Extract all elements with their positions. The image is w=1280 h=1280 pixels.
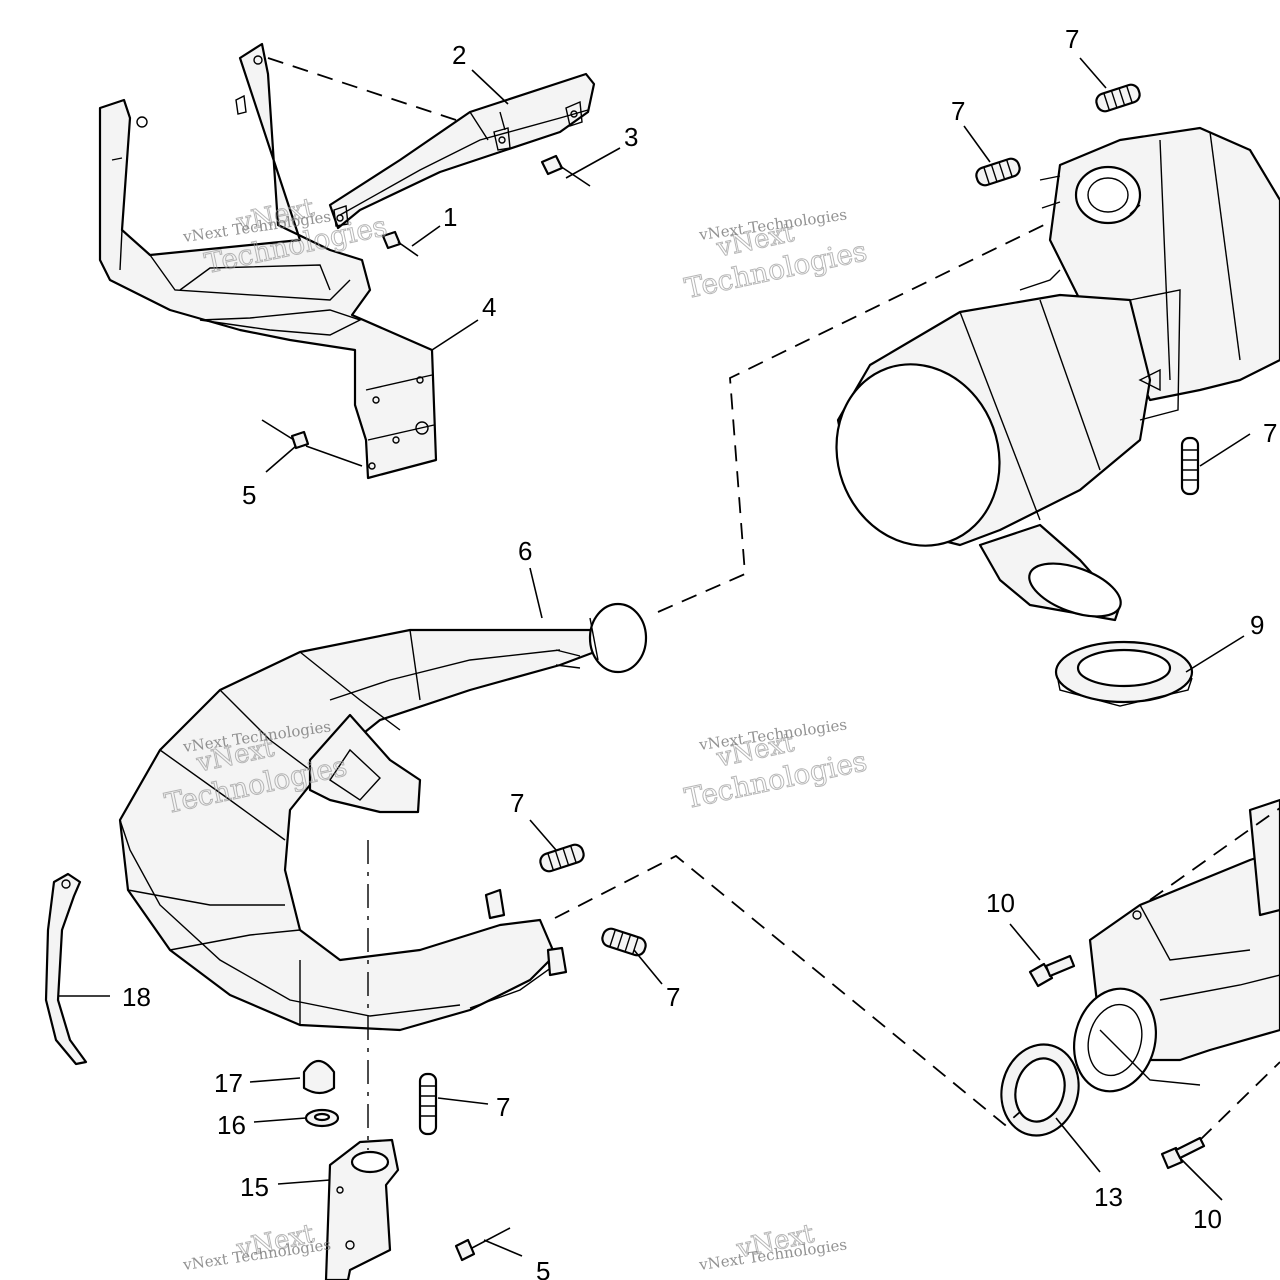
exhaust-manifold [1000,798,1280,1137]
callout-9: 9 [1250,610,1264,640]
callout-10: 10 [1193,1204,1222,1234]
callout-16: 16 [217,1110,246,1140]
part-2-heat-shield [328,72,596,230]
callout-7: 7 [666,982,680,1012]
callout-7: 7 [1263,418,1277,448]
callout-7: 7 [496,1092,510,1122]
callout-13: 13 [1094,1182,1123,1212]
callout-5: 5 [242,480,256,510]
callout-labels: 2 3 1 4 5 6 7 7 7 9 7 7 7 10 13 10 18 17… [122,24,1277,1280]
watermarks: vNext Technologies vNext Technologies vN… [161,192,870,1274]
part-4-heat-shield-bracket [98,42,438,480]
part-9-gasket [1054,640,1194,707]
callout-7: 7 [1065,24,1079,54]
leader-lines [58,57,1251,1257]
fasteners [261,154,591,1262]
silencer-muffler [835,126,1280,622]
callout-5: 5 [536,1256,550,1280]
callout-7: 7 [510,788,524,818]
part-10-bolts [1028,954,1206,1170]
callout-1: 1 [443,202,457,232]
callout-18: 18 [122,982,151,1012]
part-16-washer [304,1108,340,1128]
part-7-springs [418,83,1200,1136]
callout-2: 2 [452,40,466,70]
part-15-mount-bracket [324,1138,400,1280]
callout-7: 7 [951,96,965,126]
callout-10: 10 [986,888,1015,918]
part-6-expansion-chamber [118,602,648,1032]
callout-15: 15 [240,1172,269,1202]
callout-3: 3 [624,122,638,152]
callout-17: 17 [214,1068,243,1098]
callout-4: 4 [482,292,496,322]
callout-6: 6 [518,536,532,566]
part-18-strap [44,872,88,1066]
assembly-dashed-lines [267,57,1280,1141]
part-17-rubber-grommet [302,1059,336,1095]
